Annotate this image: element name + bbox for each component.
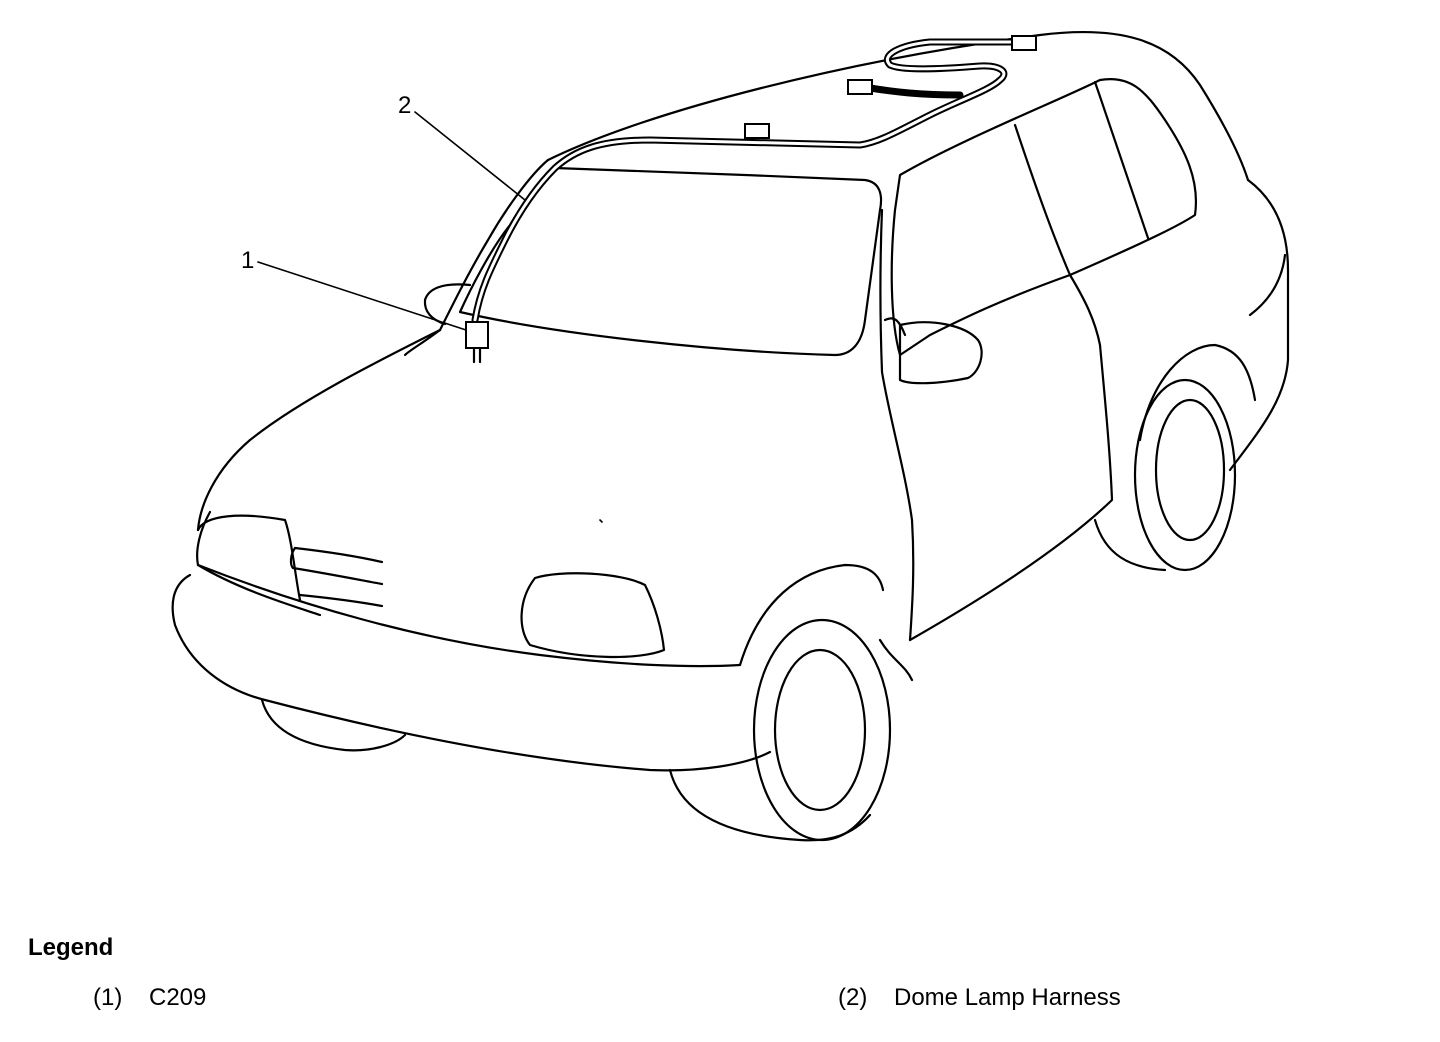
callout-1-label: 1 xyxy=(241,247,254,274)
harness-connector xyxy=(744,123,770,139)
callout-2-label: 2 xyxy=(398,92,411,119)
legend-item-label: C209 xyxy=(149,984,207,1011)
legend-item-number: (2) xyxy=(838,984,868,1011)
vehicle-outline xyxy=(171,30,1290,842)
dome-lamp-harness xyxy=(471,35,1037,324)
legend-title: Legend xyxy=(28,934,114,961)
legend-item-number: (1) xyxy=(93,984,123,1011)
legend-item-label: Dome Lamp Harness xyxy=(894,984,1121,1011)
callout-2: 2 xyxy=(398,92,526,201)
legend-item: (2) Dome Lamp Harness xyxy=(838,984,1121,1012)
harness-connector xyxy=(1011,35,1037,51)
connector-c209 xyxy=(465,321,489,364)
vehicle-harness-illustration: 1 2 xyxy=(171,30,1290,842)
callout-1: 1 xyxy=(241,247,467,331)
legend-item: (1) C209 xyxy=(93,984,206,1012)
harness-connector xyxy=(847,79,873,95)
